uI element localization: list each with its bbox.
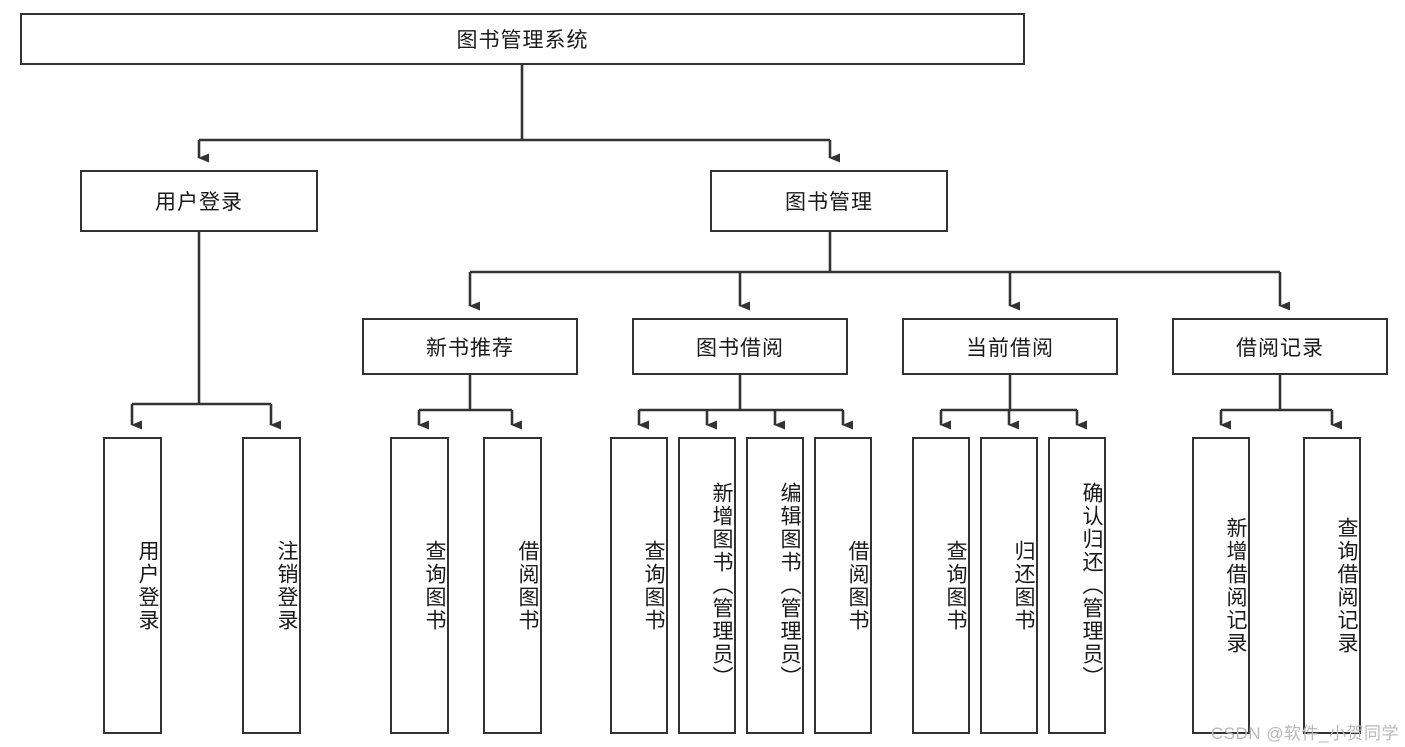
node-current-borrow[interactable]: 当前借阅 xyxy=(902,318,1118,375)
leaf-borrow-edit-book-admin[interactable]: 编辑图书（管理员） xyxy=(746,437,804,734)
leaf-recommend-borrow-book[interactable]: 借阅图书 xyxy=(483,437,542,734)
node-root[interactable]: 图书管理系统 xyxy=(20,13,1025,65)
leaf-current-query-book[interactable]: 查询图书 xyxy=(912,437,970,734)
leaf-borrow-query-book[interactable]: 查询图书 xyxy=(610,437,668,734)
node-new-book-recommend[interactable]: 新书推荐 xyxy=(362,318,578,375)
node-book-borrow[interactable]: 图书借阅 xyxy=(632,318,848,375)
leaf-borrow-borrow-book[interactable]: 借阅图书 xyxy=(814,437,872,734)
leaf-current-return-book[interactable]: 归还图书 xyxy=(980,437,1038,734)
leaf-user-login[interactable]: 用户登录 xyxy=(103,437,162,734)
node-user-login[interactable]: 用户登录 xyxy=(80,170,318,232)
leaf-record-add-borrow-record[interactable]: 新增借阅记录 xyxy=(1192,437,1250,734)
watermark-text: CSDN @软件_小贺同学 xyxy=(1210,724,1399,743)
leaf-current-confirm-return-admin[interactable]: 确认归还（管理员） xyxy=(1048,437,1106,734)
leaf-record-query-borrow-record[interactable]: 查询借阅记录 xyxy=(1303,437,1361,734)
leaf-user-logout[interactable]: 注销登录 xyxy=(242,437,301,734)
leaf-borrow-add-book-admin[interactable]: 新增图书（管理员） xyxy=(678,437,736,734)
node-borrow-record[interactable]: 借阅记录 xyxy=(1172,318,1388,375)
leaf-recommend-query-book[interactable]: 查询图书 xyxy=(390,437,449,734)
node-book-manage[interactable]: 图书管理 xyxy=(710,170,948,232)
